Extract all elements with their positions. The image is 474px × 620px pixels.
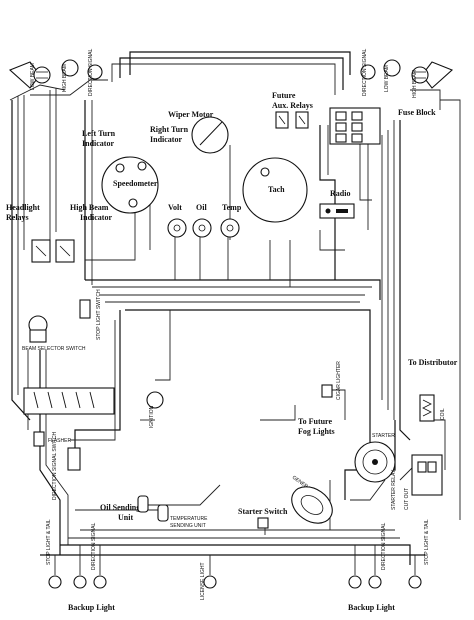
license-light-label: LICENSE LIGHT	[200, 562, 206, 600]
ignition-switch: IGNITION	[146, 391, 164, 428]
fuse-block: Fuse Block	[329, 107, 436, 145]
headlight-relays-label-1: Headlight	[6, 203, 40, 212]
low-beam-left-label: LOW BEAM	[30, 63, 36, 90]
direction-signal-switch: DIRECTION SIGNAL SWITCH	[52, 431, 81, 500]
left-turn-label-2: Indicator	[82, 139, 114, 148]
oil-sending-label-2: Unit	[118, 513, 133, 522]
future-label: Future	[272, 91, 296, 100]
volt-label: Volt	[168, 203, 182, 212]
volt-gauge: Volt	[167, 203, 187, 238]
tach-label: Tach	[268, 185, 285, 194]
cigar-lighter: CIGAR LIGHTER	[321, 361, 342, 400]
license-light: LICENSE LIGHT	[200, 562, 217, 600]
right-turn-label-1: Right Turn	[150, 125, 189, 134]
starter-switch: Starter Switch	[238, 507, 288, 529]
headlight-relays-label-2: Relays	[6, 213, 29, 222]
starter-relay: CUT OUT STARTER RELAY	[391, 454, 443, 510]
fuse-block-label: Fuse Block	[398, 108, 436, 117]
starter-motor: STARTER	[354, 433, 396, 483]
oil-gauge: Oil	[192, 203, 212, 238]
to-future-label-1: To Future	[298, 417, 332, 426]
rear-right-lamps: DIRECTION SIGNAL STOP LIGHT & TAIL Backu…	[348, 519, 430, 612]
direction-signal-rear-right-label: DIRECTION SIGNAL	[381, 523, 387, 570]
speedometer-label: Speedometer	[113, 179, 158, 188]
low-beam-right-lamp: LOW BEAM	[383, 59, 401, 92]
high-beam-left-label: HIGH BEAM	[62, 64, 68, 92]
direction-signal-switch-label: DIRECTION SIGNAL SWITCH	[52, 431, 58, 500]
temp-sending-label-2: SENDING UNIT	[170, 523, 206, 529]
direction-signal-right-label: DIRECTION SIGNAL	[362, 49, 368, 96]
left-turn-label-1: Left Turn	[82, 129, 116, 138]
low-beam-left-lamp: LOW BEAM	[8, 61, 51, 90]
right-turn-label-2: Indicator	[150, 135, 182, 144]
headlight-relays: Headlight Relays	[6, 203, 75, 263]
oil-sending-unit: Oil Sending Unit	[100, 495, 149, 522]
backup-light-right-label: Backup Light	[348, 603, 395, 612]
distributor-coil: To Distributor COIL	[408, 358, 458, 422]
oil-label: Oil	[196, 203, 207, 212]
high-beam-indicator-label-1: High Beam	[70, 203, 109, 212]
temp-gauge: Temp	[220, 203, 242, 238]
low-beam-right-label: LOW BEAM	[384, 65, 390, 92]
temperature-sending-unit: TEMPERATURE SENDING UNIT	[157, 504, 208, 529]
starter-switch-label: Starter Switch	[238, 507, 288, 516]
aux-relays-label: Aux. Relays	[272, 101, 313, 110]
radio-label: Radio	[330, 189, 350, 198]
tachometer: Tach	[242, 157, 308, 223]
high-beam-right-lamp: HIGH BEAM	[411, 61, 454, 98]
high-beam-indicator-label-2: Indicator	[80, 213, 112, 222]
beam-selector-label: BEAM SELECTOR SWITCH	[22, 346, 86, 352]
direction-signal-right-lamp: DIRECTION SIGNAL	[360, 49, 376, 96]
flasher-label: FLASHER	[48, 438, 71, 444]
wiper-motor-label: Wiper Motor	[168, 110, 214, 119]
high-beam-right-label: HIGH BEAM	[412, 70, 418, 98]
starter-label: STARTER	[372, 433, 395, 439]
direction-signal-left-label: DIRECTION SIGNAL	[88, 49, 94, 96]
temp-label: Temp	[222, 203, 242, 212]
direction-signal-left-lamp: DIRECTION SIGNAL	[87, 49, 103, 96]
rear-left-lamps: STOP LIGHT & TAIL DIRECTION SIGNAL Backu…	[46, 519, 115, 612]
wiper-motor: Wiper Motor	[168, 110, 229, 154]
front-left-lamps: LOW BEAM HIGH BEAM DIRECTION SIGNAL	[8, 49, 103, 96]
flasher: FLASHER	[33, 431, 71, 447]
to-future-label-2: Fog Lights	[298, 427, 335, 436]
cut-out-label: CUT OUT	[404, 488, 410, 510]
front-right-lamps: DIRECTION SIGNAL LOW BEAM HIGH BEAM	[360, 49, 454, 98]
coil-label: COIL	[440, 408, 446, 420]
backup-light-left-label: Backup Light	[68, 603, 115, 612]
beam-selector-switch: BEAM SELECTOR SWITCH	[22, 315, 86, 352]
stop-light-switch: STOP LIGHT SWITCH	[79, 289, 102, 340]
stop-tail-left-label: STOP LIGHT & TAIL	[46, 519, 52, 565]
generator: GENERATOR	[291, 475, 333, 524]
temp-sending-label-1: TEMPERATURE	[170, 516, 208, 522]
starter-relay-label: STARTER RELAY	[391, 469, 397, 510]
aux-relays: Future Aux. Relays	[272, 91, 313, 129]
ignition-label: IGNITION	[149, 405, 155, 428]
oil-sending-label-1: Oil Sending	[100, 503, 140, 512]
high-beam-left-lamp: HIGH BEAM	[61, 59, 79, 92]
stop-tail-right-label: STOP LIGHT & TAIL	[424, 519, 430, 565]
dash-switch-panel	[23, 387, 115, 415]
cigar-lighter-label: CIGAR LIGHTER	[336, 361, 342, 400]
radio: Radio	[319, 189, 355, 219]
stop-light-switch-label: STOP LIGHT SWITCH	[96, 289, 102, 340]
speedometer: Speedometer	[101, 156, 159, 214]
to-distributor-label: To Distributor	[408, 358, 458, 367]
direction-signal-rear-left-label: DIRECTION SIGNAL	[91, 523, 97, 570]
